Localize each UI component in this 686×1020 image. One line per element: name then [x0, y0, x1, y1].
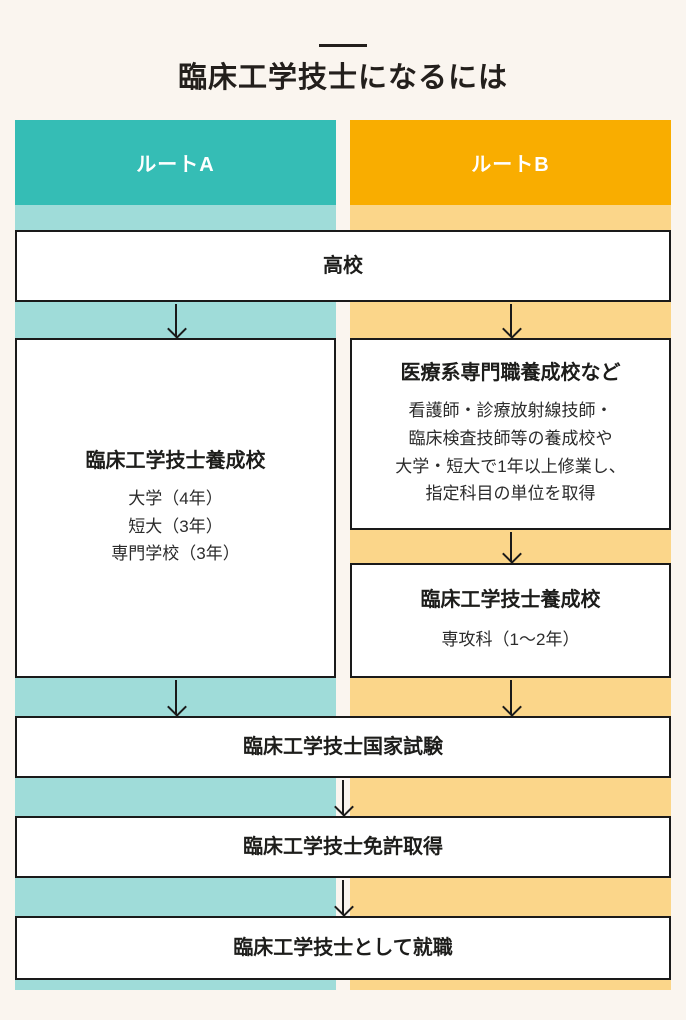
arrow-national-exam-to-license — [334, 780, 354, 817]
node-national-exam: 臨床工学技士国家試験 — [15, 716, 671, 778]
arrow-shaft — [342, 880, 344, 914]
page-title-block: 臨床工学技士になるには — [0, 0, 686, 120]
node-route-b-medical-prep-school: 医療系専門職養成校など 看護師・診療放射線技師・ 臨床検査技師等の養成校や 大学… — [350, 338, 671, 530]
node-route-b-medical-prep-school-title: 医療系専門職養成校など — [400, 362, 621, 385]
arrow-shaft — [175, 304, 177, 336]
node-route-b-training-school-title: 臨床工学技士養成校 — [420, 589, 601, 612]
node-license: 臨床工学技士免許取得 — [15, 816, 671, 878]
arrow-license-to-employment — [334, 880, 354, 917]
node-route-b-prep-line-4: 指定科目の単位を取得 — [425, 484, 596, 504]
node-highschool: 高校 — [15, 230, 671, 302]
node-route-b-training-school-body: 専攻科（1〜2年） — [442, 626, 580, 654]
arrow-shaft — [342, 780, 344, 814]
node-route-a-training-school-body: 大学（4年） 短大（3年） 専門学校（3年） — [111, 485, 239, 568]
node-license-title: 臨床工学技士免許取得 — [243, 835, 443, 858]
route-a-header-label: ルートA — [136, 154, 215, 176]
arrow-route-b-school-to-national-exam — [502, 680, 522, 717]
route-a-header: ルートA — [15, 120, 336, 205]
arrow-highschool-to-route-b-prep — [502, 304, 522, 339]
node-route-b-training-school: 臨床工学技士養成校 専攻科（1〜2年） — [350, 563, 671, 678]
arrow-shaft — [510, 304, 512, 336]
arrow-shaft — [510, 680, 512, 714]
node-route-a-training-school: 臨床工学技士養成校 大学（4年） 短大（3年） 専門学校（3年） — [15, 338, 336, 678]
node-route-b-option-advanced-course: 専攻科（1〜2年） — [441, 630, 580, 650]
node-route-a-training-school-title: 臨床工学技士養成校 — [85, 450, 266, 473]
page-title: 臨床工学技士になるには — [177, 62, 508, 94]
node-route-a-option-junior-college: 短大（3年） — [128, 516, 223, 536]
arrow-highschool-to-route-a-school — [167, 304, 187, 339]
arrow-route-a-school-to-national-exam — [167, 680, 187, 717]
arrow-route-b-prep-to-route-b-school — [502, 532, 522, 564]
node-route-b-medical-prep-school-body: 看護師・診療放射線技師・ 臨床検査技師等の養成校や 大学・短大で1年以上修業し、… — [395, 397, 625, 507]
node-highschool-title: 高校 — [323, 254, 363, 277]
node-route-b-prep-line-1: 看護師・診療放射線技師・ — [408, 401, 613, 421]
node-employment: 臨床工学技士として就職 — [15, 916, 671, 980]
node-route-a-option-vocational-school: 専門学校（3年） — [111, 544, 240, 564]
arrow-shaft — [510, 532, 512, 561]
flowchart-body: ルートA ルートB 高校 臨床工学技士養成校 大学（4年） 短大（3年） 専門学… — [15, 120, 671, 1000]
route-b-header: ルートB — [350, 120, 671, 205]
title-divider-rule — [319, 44, 367, 47]
node-employment-title: 臨床工学技士として就職 — [233, 936, 453, 959]
node-national-exam-title: 臨床工学技士国家試験 — [243, 735, 443, 758]
node-route-b-prep-line-3: 大学・短大で1年以上修業し、 — [395, 456, 626, 476]
arrow-shaft — [175, 680, 177, 714]
node-route-a-option-university: 大学（4年） — [128, 489, 223, 509]
node-route-b-prep-line-2: 臨床検査技師等の養成校や — [408, 428, 613, 448]
route-b-header-label: ルートB — [471, 154, 550, 176]
